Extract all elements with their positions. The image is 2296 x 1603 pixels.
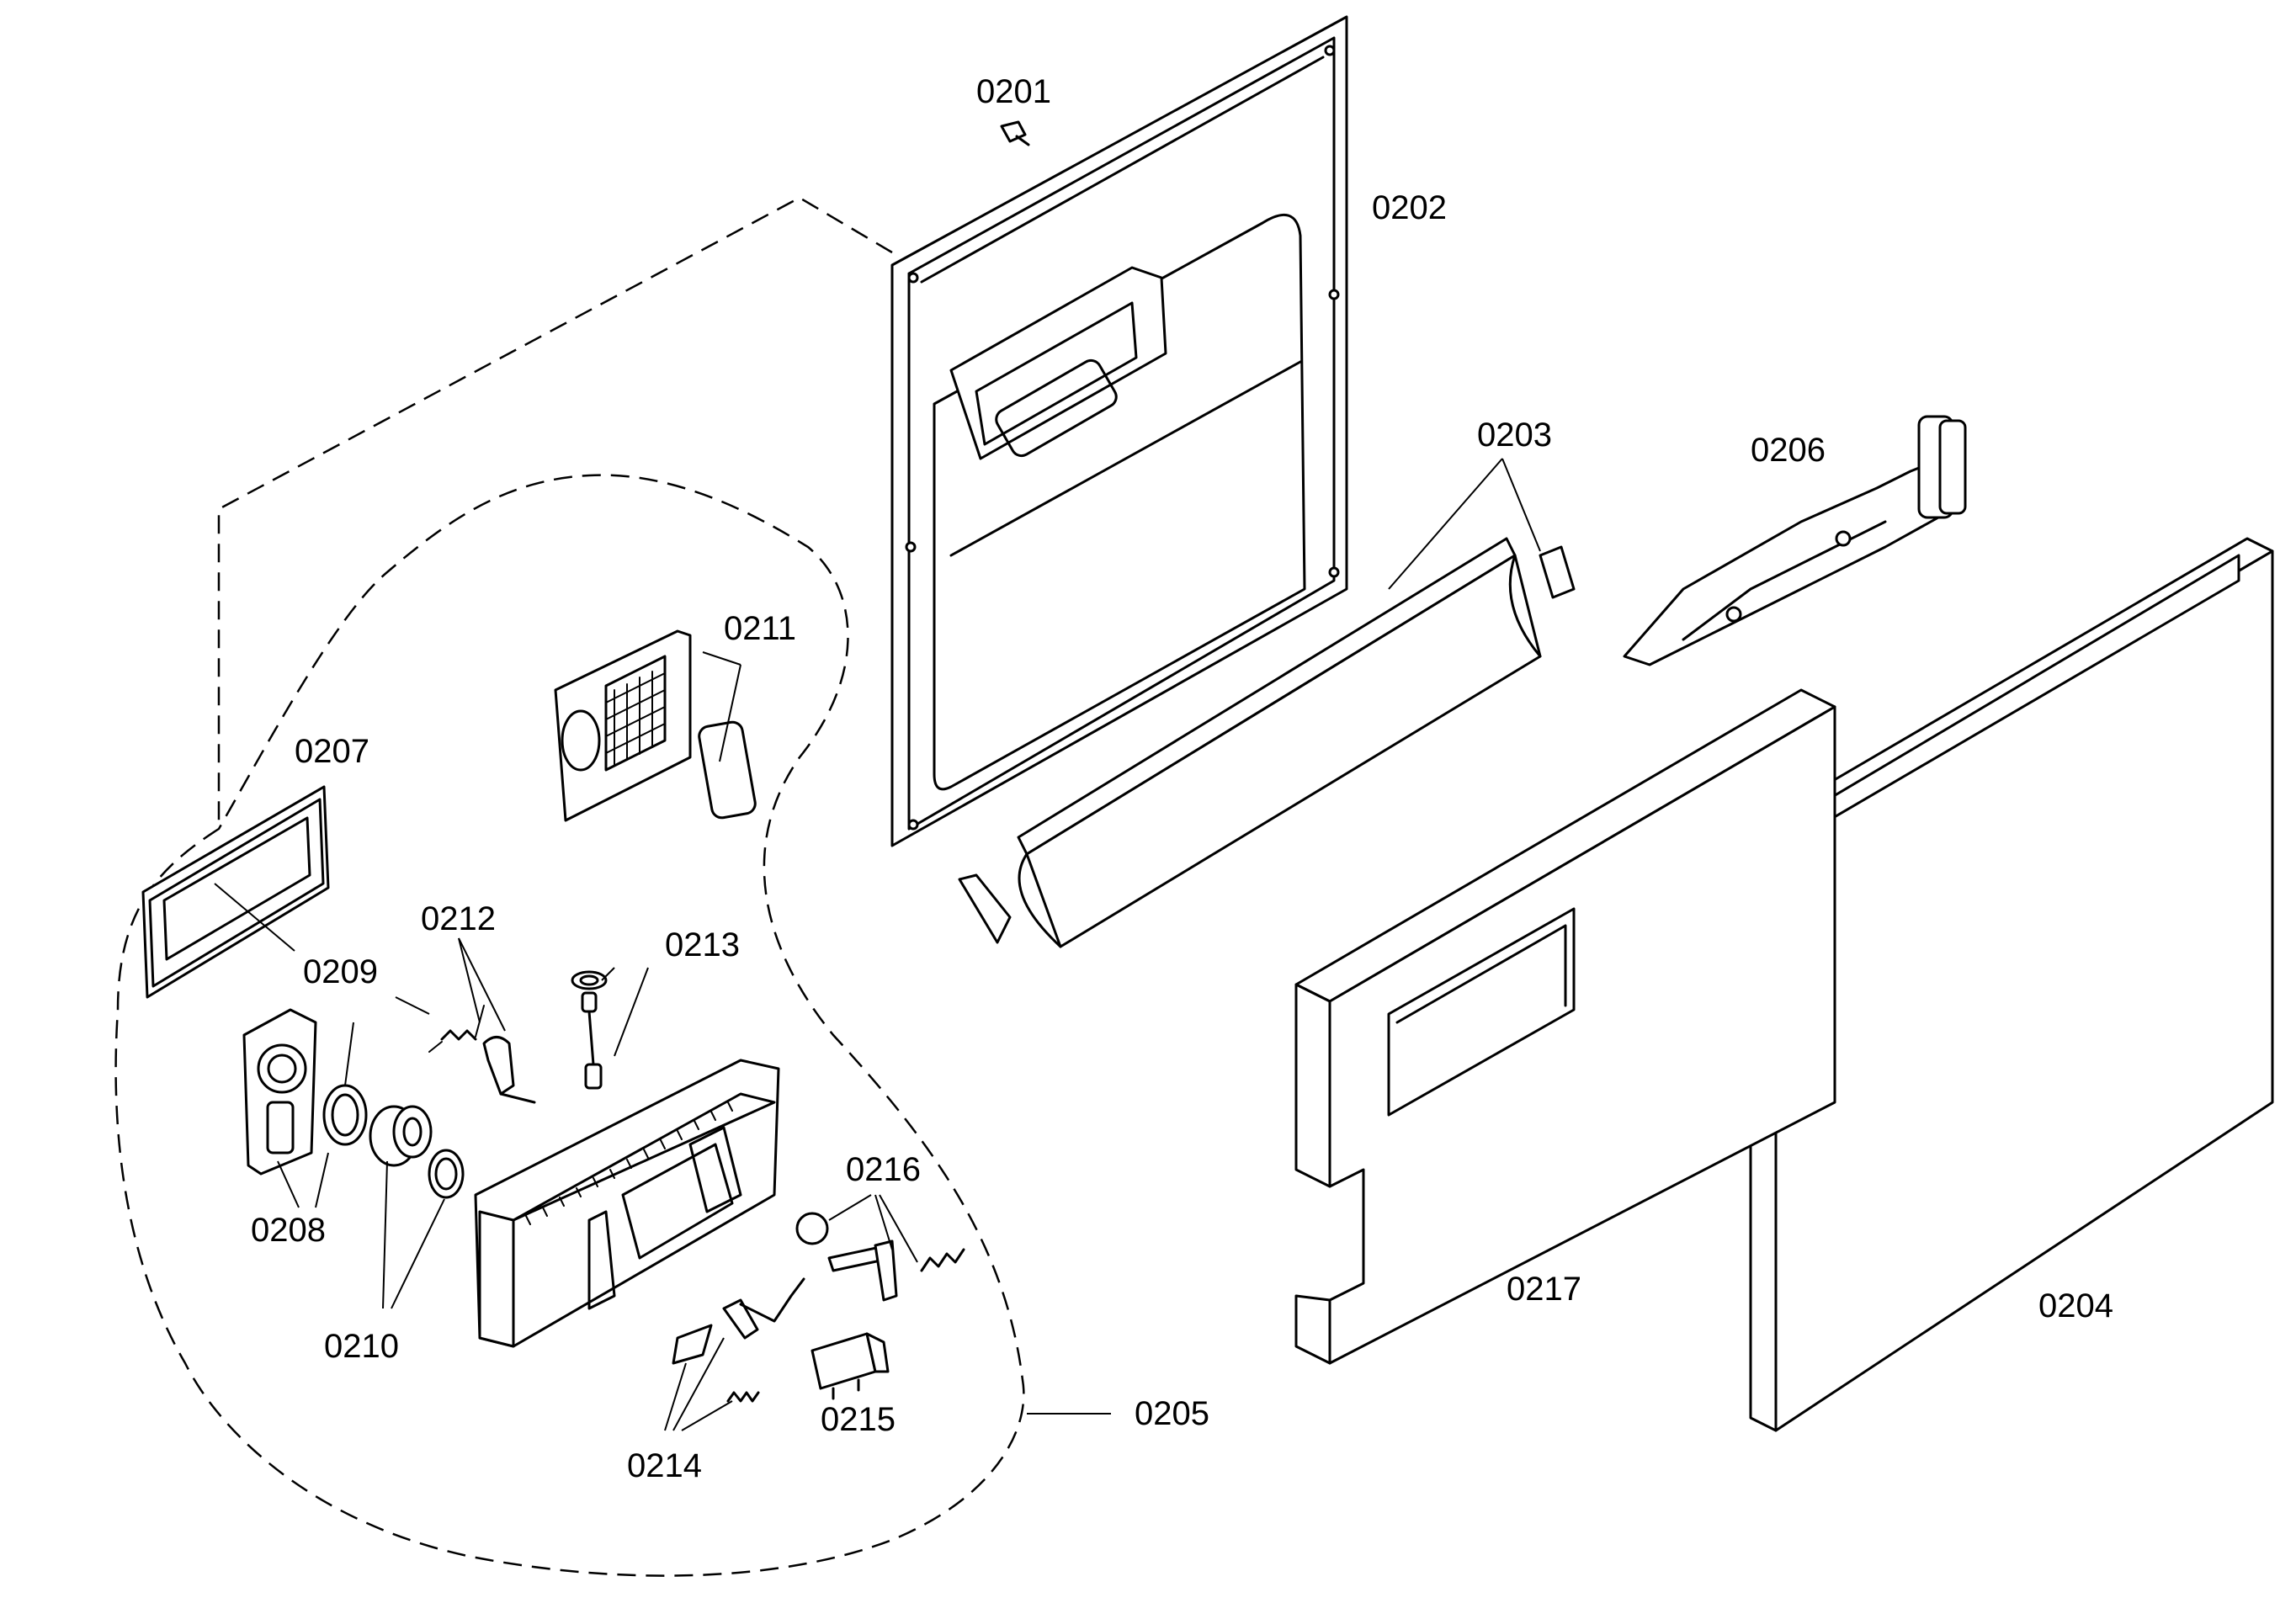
part-0208-knob-housing xyxy=(242,1008,317,1176)
part-labels: 0201 0202 0203 0206 0211 0207 0212 0213 … xyxy=(251,73,2113,1484)
label-0204: 0204 xyxy=(2038,1287,2113,1324)
assembly-guide-lines xyxy=(217,196,893,829)
part-0215-switch xyxy=(811,1332,890,1400)
part-0207-window-frame xyxy=(141,785,330,999)
label-0205: 0205 xyxy=(1135,1395,1209,1432)
label-0210: 0210 xyxy=(324,1328,399,1365)
part-0203-hinge-strip xyxy=(958,537,1576,948)
label-0214: 0214 xyxy=(627,1447,702,1484)
part-0213-plunger xyxy=(571,970,608,1090)
part-0210-knob xyxy=(369,1105,465,1199)
part-0205-dispenser-body xyxy=(474,1059,780,1348)
label-0201: 0201 xyxy=(976,73,1051,110)
label-0207: 0207 xyxy=(295,733,369,770)
label-0213: 0213 xyxy=(665,926,740,963)
label-0211: 0211 xyxy=(724,610,796,647)
label-0203: 0203 xyxy=(1477,417,1552,454)
part-0214-latch xyxy=(672,1277,805,1403)
part-0206-hinge-bracket xyxy=(1623,415,1967,666)
label-0202: 0202 xyxy=(1372,189,1447,226)
part-0212-spring-lever xyxy=(428,1005,536,1104)
label-0216: 0216 xyxy=(846,1151,921,1188)
part-0211-vent-module xyxy=(554,629,757,822)
part-0202-inner-door xyxy=(890,15,1348,847)
leader-lines xyxy=(214,458,1541,1431)
part-0201-screw xyxy=(1000,120,1030,146)
label-0208: 0208 xyxy=(251,1212,326,1249)
label-0206: 0206 xyxy=(1751,432,1826,469)
part-0204-outer-panel xyxy=(1749,537,2274,1432)
part-0216-lever xyxy=(795,1212,965,1302)
label-0209: 0209 xyxy=(303,953,378,990)
assembly-0205-boundary xyxy=(114,474,1025,1577)
label-0215: 0215 xyxy=(821,1401,896,1438)
part-0217-insulation-panel xyxy=(1294,688,1836,1365)
part-0209-seal-ring xyxy=(322,1084,368,1146)
label-0217: 0217 xyxy=(1507,1271,1581,1308)
label-0212: 0212 xyxy=(421,900,496,937)
